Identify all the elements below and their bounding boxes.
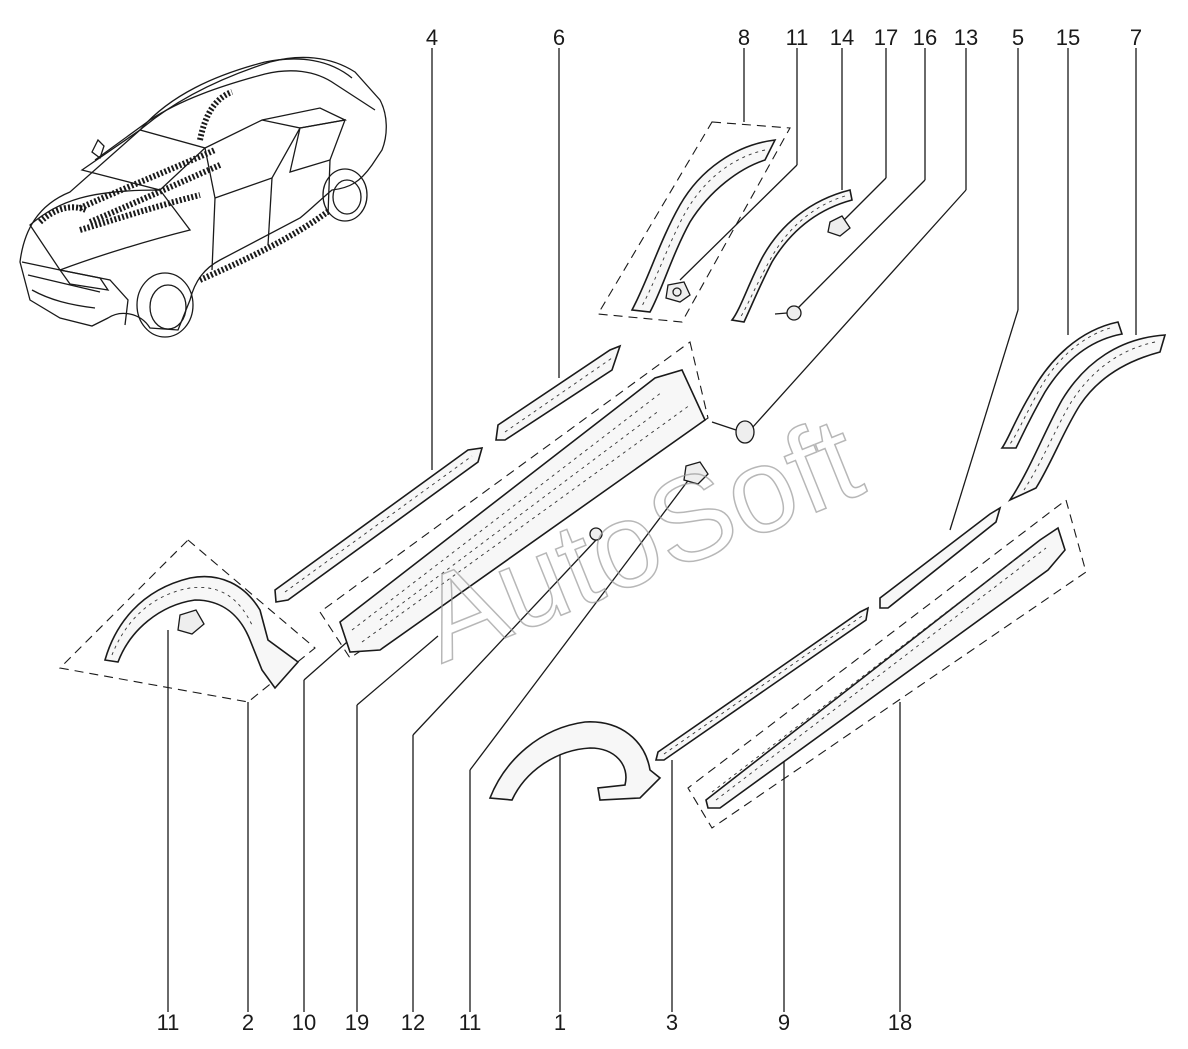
- leader-17-diag: [841, 177, 887, 223]
- label-11-top: 11: [786, 25, 809, 50]
- label-9: 9: [778, 1010, 790, 1035]
- part-11-clip-top: [665, 281, 691, 303]
- part-3-strip: [654, 606, 870, 761]
- label-10: 10: [292, 1010, 316, 1035]
- part-4-moulding: [274, 447, 484, 603]
- label-13: 13: [954, 25, 978, 50]
- part-5-moulding: [879, 506, 1002, 609]
- leader-5-diag: [949, 309, 1019, 531]
- label-5: 5: [1012, 25, 1024, 50]
- label-11-bottom-a: 11: [157, 1010, 180, 1035]
- part-6-moulding: [495, 344, 622, 441]
- part-7-arch: [1007, 334, 1167, 502]
- part-17-clip: [827, 215, 851, 237]
- leader-12-diag: [412, 539, 597, 736]
- label-19: 19: [345, 1010, 369, 1035]
- label-4: 4: [426, 25, 438, 50]
- label-1: 1: [554, 1010, 566, 1035]
- label-6: 6: [553, 25, 565, 50]
- leader-19-diag: [356, 635, 439, 706]
- part-18-sill-group: [687, 499, 1087, 829]
- label-8: 8: [738, 25, 750, 50]
- leader-16-diag: [795, 179, 926, 311]
- labels-bottom: 11 2 10 19 12 11 1 3 9 18: [157, 1010, 913, 1035]
- part-13-clip: [711, 420, 755, 444]
- part-8-arch: [630, 139, 777, 313]
- part-11-clip-mid: [683, 461, 709, 485]
- label-12: 12: [401, 1010, 425, 1035]
- leader-11-top-diag: [679, 164, 798, 281]
- part-10-sill-group: [319, 341, 709, 659]
- label-14: 14: [830, 25, 854, 50]
- part-8-wheel-arch-group: [597, 121, 791, 323]
- part-12-clip: [589, 527, 603, 541]
- part-15-arch: [1000, 321, 1124, 449]
- part-2-wheel-arch-group: [58, 539, 316, 703]
- labels-top: 4 6 8 11 14 17 16 13 5 15 7: [426, 25, 1142, 50]
- label-2: 2: [242, 1010, 254, 1035]
- label-16: 16: [913, 25, 937, 50]
- label-18: 18: [888, 1010, 912, 1035]
- label-7: 7: [1130, 25, 1142, 50]
- label-17: 17: [874, 25, 898, 50]
- part-16-screw: [774, 305, 802, 321]
- leader-lines: [167, 48, 1137, 1012]
- part-11-clip-rear: [177, 609, 205, 635]
- label-3: 3: [666, 1010, 678, 1035]
- part-1-arch: [488, 721, 662, 801]
- car-illustration: [19, 56, 387, 338]
- label-15: 15: [1056, 25, 1080, 50]
- label-11-bottom-b: 11: [459, 1010, 482, 1035]
- leader-11-bottom-b-diag: [469, 477, 691, 771]
- leader-13-diag: [751, 189, 967, 429]
- part-14-arch-trim: [730, 189, 853, 323]
